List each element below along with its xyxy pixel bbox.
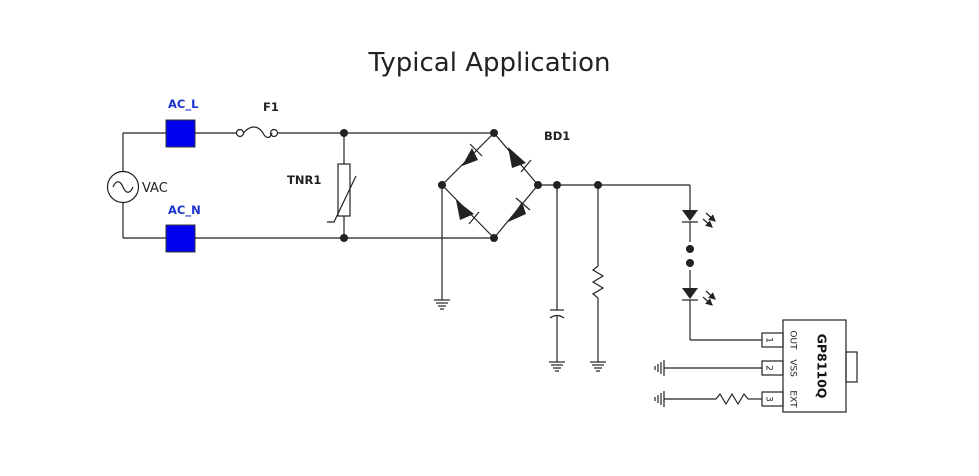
ground-symbol xyxy=(654,360,665,376)
ground-symbol xyxy=(590,361,606,372)
ic-name: GP8110Q xyxy=(815,334,830,399)
source-label: VAC xyxy=(142,181,168,196)
ac-l-connector xyxy=(165,119,196,148)
junction-dot xyxy=(490,234,498,242)
led-symbol xyxy=(682,210,716,228)
pin-3-name: EXT xyxy=(788,390,798,408)
pin-2-name: VSS xyxy=(788,359,798,377)
fuse-label: F1 xyxy=(263,100,279,114)
junction-dot xyxy=(490,129,498,137)
ic-gp8110q xyxy=(761,319,858,413)
ground-symbol xyxy=(434,299,450,310)
pin-1-number: 1 xyxy=(764,337,774,343)
ac-n-label: AC_N xyxy=(168,203,201,218)
ac-n-connector xyxy=(165,224,196,253)
pin-2-number: 2 xyxy=(764,365,774,371)
ground-symbol xyxy=(654,391,665,407)
ellipsis-dot xyxy=(686,245,694,253)
varistor-label: TNR1 xyxy=(287,173,321,187)
fuse-symbol xyxy=(235,126,279,139)
page-title: Typical Application xyxy=(368,48,611,78)
pin-1-name: OUT xyxy=(788,330,798,350)
ground-symbol xyxy=(549,361,565,372)
led-symbol xyxy=(682,288,716,306)
bridge-label: BD1 xyxy=(544,129,570,143)
pin-3-number: 3 xyxy=(764,396,774,402)
ellipsis-dot xyxy=(686,259,694,267)
ac-l-label: AC_L xyxy=(168,97,199,112)
ac-source xyxy=(106,133,140,238)
resistor-symbol xyxy=(591,185,605,362)
capacitor-symbol xyxy=(549,185,565,362)
varistor-symbol xyxy=(327,133,357,238)
bridge-rectifier xyxy=(441,132,539,239)
